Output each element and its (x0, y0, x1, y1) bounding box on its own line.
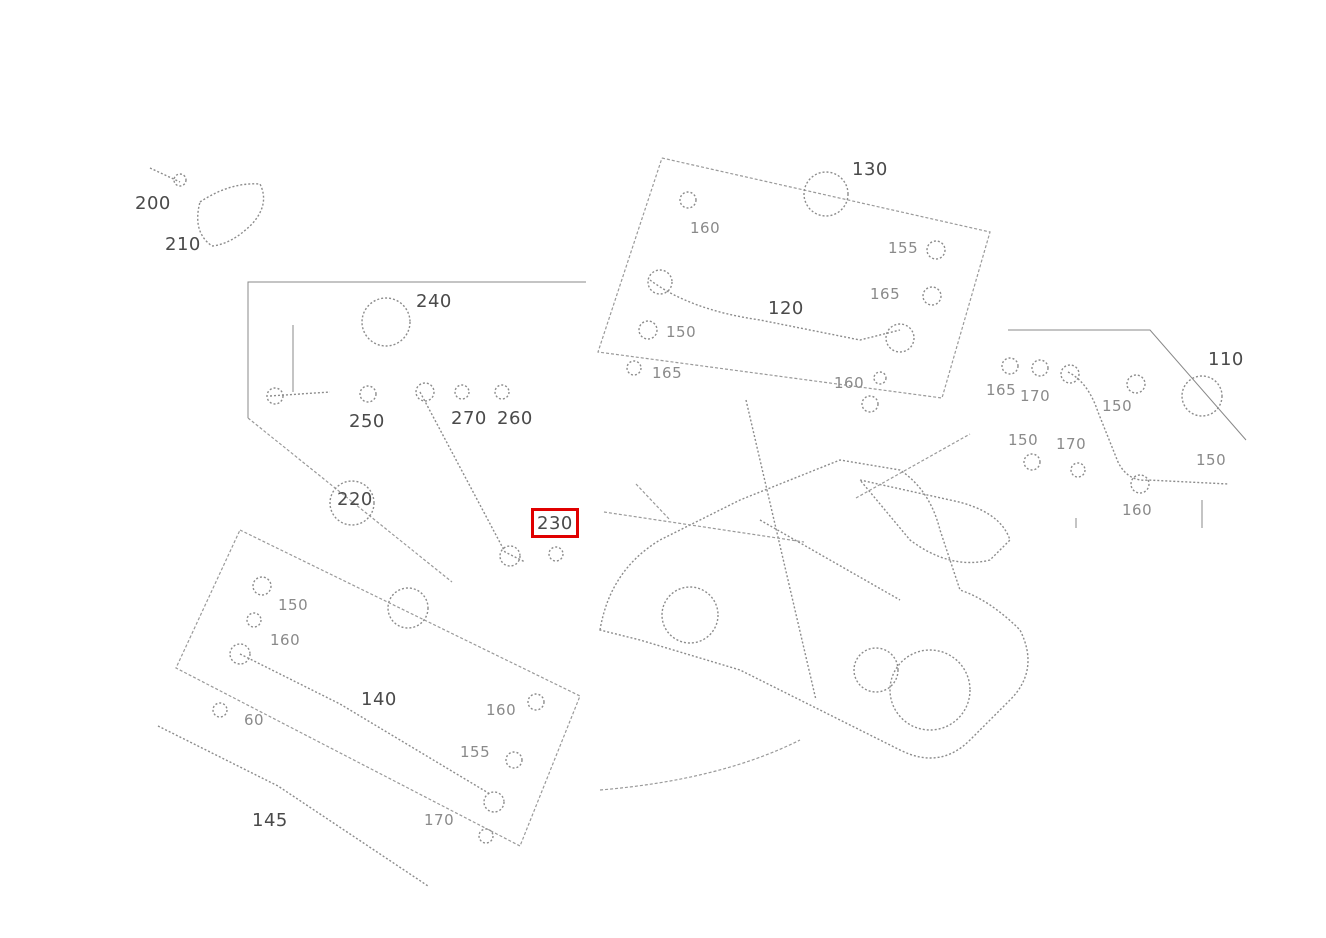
callout-faint[interactable]: 170 (1020, 387, 1051, 405)
callout-faint[interactable]: 160 (486, 701, 517, 719)
panel-stabilizer-assembly (1001, 329, 1247, 528)
callout-faint[interactable]: 150 (1008, 431, 1039, 449)
callout-130[interactable]: 130 (852, 159, 888, 180)
callout-240[interactable]: 240 (416, 291, 452, 312)
callout-260[interactable]: 260 (497, 408, 533, 429)
callout-faint[interactable]: 155 (460, 743, 491, 761)
panel-link-assembly (247, 281, 586, 583)
callout-210[interactable]: 210 (165, 234, 201, 255)
callout-faint[interactable]: 60 (244, 711, 265, 729)
callout-140[interactable]: 140 (361, 689, 397, 710)
callout-faint[interactable]: 170 (424, 811, 455, 829)
callout-230-highlighted[interactable]: 230 (531, 508, 579, 538)
central-axle-carrier (599, 399, 1029, 791)
callout-faint[interactable]: 160 (270, 631, 301, 649)
callout-faint[interactable]: 165 (986, 381, 1017, 399)
callout-faint[interactable]: 150 (278, 596, 309, 614)
callout-110[interactable]: 110 (1208, 349, 1244, 370)
callout-faint[interactable]: 170 (1056, 435, 1087, 453)
callout-120[interactable]: 120 (768, 298, 804, 319)
callout-faint[interactable]: 160 (834, 374, 865, 392)
callout-faint[interactable]: 150 (1196, 451, 1227, 469)
callout-faint[interactable]: 150 (1102, 397, 1133, 415)
callout-faint[interactable]: 165 (652, 364, 683, 382)
callout-250[interactable]: 250 (349, 411, 385, 432)
callout-faint[interactable]: 165 (870, 285, 901, 303)
callout-200[interactable]: 200 (135, 193, 171, 214)
panel-lower-arm-assembly (157, 529, 581, 887)
callout-faint[interactable]: 155 (888, 239, 919, 257)
callout-faint[interactable]: 160 (1122, 501, 1153, 519)
brake-shield-part (149, 167, 265, 247)
callout-270[interactable]: 270 (451, 408, 487, 429)
panel-upper-arm-assembly (597, 157, 991, 413)
callout-faint[interactable]: 150 (666, 323, 697, 341)
callout-145[interactable]: 145 (252, 810, 288, 831)
callout-220[interactable]: 220 (337, 489, 373, 510)
callout-faint[interactable]: 160 (690, 219, 721, 237)
